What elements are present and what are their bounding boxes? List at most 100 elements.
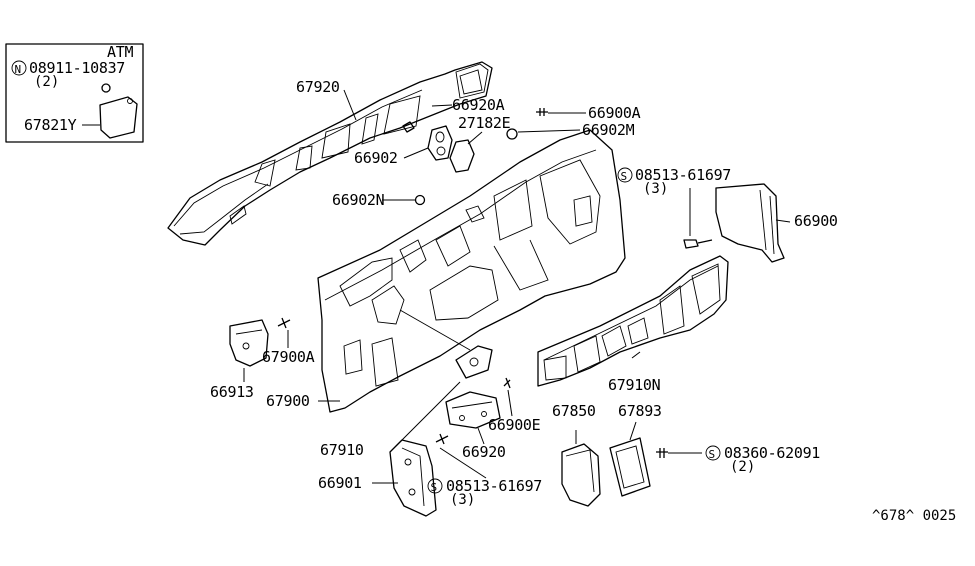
s-symbol-right-letter: S [709,448,716,461]
screw-upper-qty: (3) [643,181,668,197]
cowl-end-cap [455,63,489,99]
cowl-outline [167,61,493,246]
cowl-top-panel: 67920 [167,61,493,246]
leader-27182E [467,131,483,145]
insulator-hole-2 [573,335,601,373]
leader-66900 [775,219,791,223]
label-67893: 67893 [618,402,662,420]
cowl-end-window [459,69,483,95]
label-66902N: 66902N [332,191,385,209]
label-27182E: 27182E [458,114,511,132]
cowl-lower-edge [179,183,269,235]
diagram-code: ^678^ 0025 [872,508,956,524]
label-66913: 66913 [210,383,254,401]
screw-lower-qty: (3) [450,492,475,508]
side-panel-66900: 66900 S 08513-61697 (3) [617,166,838,263]
dash-rib-center [493,239,549,291]
side-panel-outline [715,183,785,263]
cowl-rib-2 [295,145,313,171]
inset-cover-part: 67821Y [24,116,77,134]
screw-66900A [536,108,548,116]
cowl-pocket-1 [321,123,351,159]
bracket-66913-hole [242,342,250,350]
dash-lower-pocket [371,337,399,387]
screw-66900E [503,377,511,389]
inset-bolt-part: 08911-10837 [29,59,125,77]
leader-67910 [395,381,461,447]
bracket-66901-fold [401,447,425,507]
dash-tunnel [429,265,499,321]
cowl-rib-1 [254,159,276,187]
inset-cover-hole [127,98,133,104]
label-66900E: 66900E [488,416,541,434]
s-symbol-lower [427,478,443,494]
cover-67850-fold [565,449,595,493]
cowl-vent [229,205,247,225]
dash-lower-cover [455,345,493,379]
grommet-27182E [449,139,475,173]
insulator-hole-4 [627,317,649,345]
label-66900: 66900 [794,212,838,230]
leader-67893 [629,421,637,441]
dash-panel-outline [317,129,626,413]
dash-panel: 67900 [266,129,626,413]
dash-lower-hole [343,339,363,375]
n-symbol-letter: N [15,63,22,76]
n-symbol-circle [11,60,27,76]
dash-wheelhouse [539,159,601,245]
grommets-upper: 66920A 66900A 66902 27182E 66902M 66902N [332,96,641,209]
bracket-66913-fold [235,329,263,335]
dash-opening-2 [399,239,427,273]
cowl-pocket-2 [383,95,421,135]
atm-inset: ATM N 08911-10837 (2) 67821Y [5,43,144,143]
bracket-66913-outline [229,319,269,367]
leader-67910N [631,351,641,359]
covers-lower-right: 67850 67893 S 08360-62091 (2) [552,402,821,507]
leader-screw-lower [439,447,487,479]
dash-opening-round [371,285,405,325]
side-panel-fold-2 [769,195,775,255]
insulator-upper-edge [543,265,719,361]
s-symbol-upper-letter: S [621,170,628,183]
dash-opening-3 [435,225,471,267]
screw-upper-shank [697,239,713,244]
dash-crease [399,309,471,351]
leader-66920A [431,104,453,107]
screw-upper-head [683,239,699,249]
label-66920A: 66920A [452,96,505,114]
label-66901: 66901 [318,474,362,492]
bracket-66901-hole-1 [404,458,412,466]
grommet-hole-1 [435,131,445,143]
side-panel-fold [759,189,767,251]
screw-upper-part: 08513-61697 [635,166,731,184]
leader-66902M [517,129,581,133]
plug-66902M [506,128,518,140]
cover-67893-inner [615,445,645,489]
dash-hole-a [465,205,485,223]
screw-lower-part: 08513-61697 [446,477,542,495]
bracket-66913: 66913 67900A [210,317,315,401]
label-67900: 67900 [266,392,310,410]
label-66902: 66902 [354,149,398,167]
insulator-67910N: 67910N [537,255,729,394]
cover-67850 [561,443,601,507]
label-67900A: 67900A [262,348,315,366]
inset-cover-plate [99,96,138,139]
bracket-66920-hole-1 [459,415,465,421]
label-67910: 67910 [320,441,364,459]
grommet-hole-2 [436,146,446,156]
insulator-hole-5 [659,285,685,335]
insulator-outline [537,255,729,387]
insulator-hole-3 [601,325,627,357]
bracket-66901-hole-2 [408,488,416,496]
bracket-66920 [445,391,501,429]
insulator-hole-1 [543,355,567,381]
s-symbol-right [705,445,721,461]
dash-upper-flange [324,149,597,301]
screw-67900A [277,317,291,329]
inset-nut [101,83,111,93]
inset-bolt-qty: (2) [34,74,59,90]
bracket-66901 [389,439,437,517]
screw-right-part: 08360-62091 [724,444,820,462]
insulator-hole-6 [691,263,721,315]
